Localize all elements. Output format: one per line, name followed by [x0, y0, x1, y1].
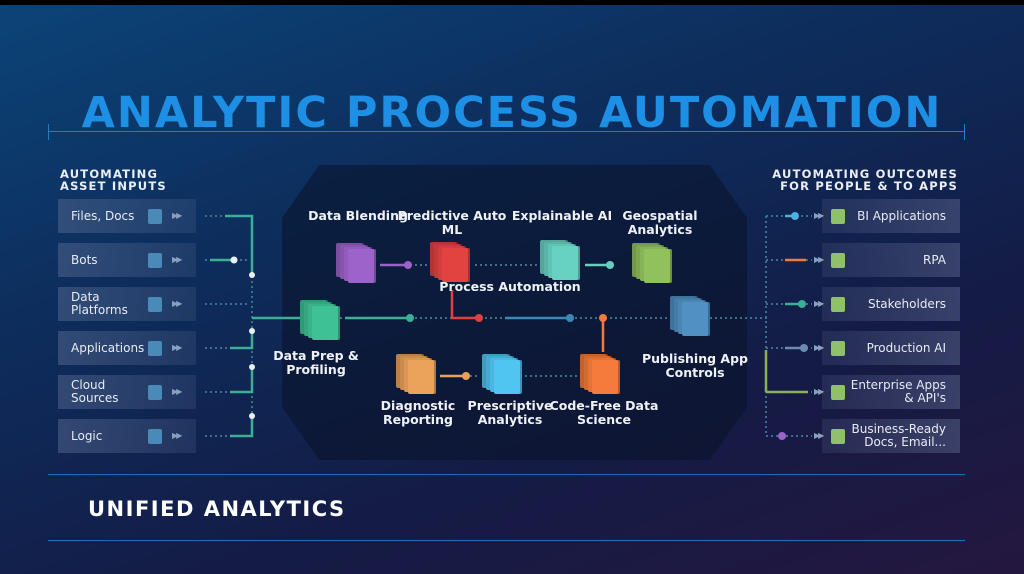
divider-tick: [48, 124, 49, 140]
process-automation-label: Process Automation: [439, 279, 581, 294]
double-arrow-icon: ▶▶: [172, 211, 182, 220]
output-item[interactable]: Production AI: [822, 331, 960, 365]
cube-icon: [148, 297, 162, 312]
cube-icon: [831, 297, 845, 312]
output-item[interactable]: Business-Ready Docs, Email...: [822, 419, 960, 453]
top-bar: [0, 0, 1024, 5]
inputs-heading: AUTOMATING ASSET INPUTS: [60, 168, 167, 192]
cube-stack-icon: [632, 243, 676, 287]
double-arrow-icon: ▶▶: [814, 387, 824, 396]
node-label: Explainable AI: [511, 208, 613, 223]
output-item-label: BI Applications: [857, 208, 946, 223]
cube-stack-icon: [396, 354, 440, 398]
output-item-label: RPA: [922, 252, 946, 267]
output-item[interactable]: BI Applications: [822, 199, 960, 233]
output-item-label: Business-Ready Docs, Email...: [851, 422, 947, 449]
double-arrow-icon: ▶▶: [814, 431, 824, 440]
cube-stack-icon: [540, 240, 584, 284]
cube-stack-icon: [670, 296, 714, 340]
double-arrow-icon: ▶▶: [814, 299, 824, 308]
double-arrow-icon: ▶▶: [814, 343, 824, 352]
node-label: Diagnostic Reporting: [380, 398, 456, 427]
outputs-heading: AUTOMATING OUTCOMES FOR PEOPLE & TO APPS: [760, 168, 958, 192]
node-label: Code-Free Data Science: [549, 398, 659, 427]
output-item[interactable]: RPA: [822, 243, 960, 277]
double-arrow-icon: ▶▶: [172, 431, 182, 440]
output-item-label: Stakeholders: [867, 296, 946, 311]
input-item[interactable]: Data Platforms: [58, 287, 196, 321]
cube-icon: [831, 429, 845, 444]
cube-icon: [831, 209, 845, 224]
divider-tick: [964, 124, 965, 140]
cube-icon: [831, 341, 845, 356]
output-item[interactable]: Enterprise Apps & API's: [822, 375, 960, 409]
inputs-heading-line1: AUTOMATING: [60, 167, 159, 181]
double-arrow-icon: ▶▶: [172, 343, 182, 352]
input-item-label: Bots: [71, 252, 98, 267]
output-item[interactable]: Stakeholders: [822, 287, 960, 321]
cube-stack-icon: [336, 243, 380, 287]
outputs-heading-line2: FOR PEOPLE & TO APPS: [780, 179, 958, 193]
cube-stack-icon: [430, 242, 474, 286]
double-arrow-icon: ▶▶: [814, 255, 824, 264]
double-arrow-icon: ▶▶: [172, 299, 182, 308]
input-item[interactable]: Bots: [58, 243, 196, 277]
input-item-label: Cloud Sources: [71, 378, 119, 405]
input-item-label: Applications: [71, 340, 145, 355]
node-label: Prescriptive Analytics: [467, 398, 553, 427]
output-item-label: Enterprise Apps & API's: [850, 378, 946, 405]
cube-stack-icon: [482, 354, 526, 398]
output-item-label: Production AI: [866, 340, 946, 355]
node-label: Data Blending: [308, 208, 408, 223]
cube-icon: [148, 209, 162, 224]
cube-icon: [831, 253, 845, 268]
input-item-label: Logic: [71, 428, 103, 443]
double-arrow-icon: ▶▶: [814, 211, 824, 220]
cube-icon: [148, 341, 162, 356]
input-item-label: Data Platforms: [71, 290, 128, 317]
cube-icon: [148, 253, 162, 268]
input-item-label: Files, Docs: [71, 208, 135, 223]
node-label: Data Prep & Profiling: [273, 348, 359, 377]
input-item[interactable]: Applications: [58, 331, 196, 365]
footer-divider-bottom: [48, 540, 965, 541]
node-label: Predictive Auto ML: [397, 208, 507, 237]
cube-stack-icon: [580, 354, 624, 398]
node-label: Geospatial Analytics: [622, 208, 698, 237]
input-item[interactable]: Cloud Sources: [58, 375, 196, 409]
inputs-heading-line2: ASSET INPUTS: [60, 179, 167, 193]
input-item[interactable]: Logic: [58, 419, 196, 453]
node-label: Publishing App Controls: [642, 351, 748, 380]
cube-icon: [148, 429, 162, 444]
title-underline: [48, 131, 965, 132]
cube-icon: [148, 385, 162, 400]
footer-title: UNIFIED ANALYTICS: [88, 497, 346, 521]
page-title: ANALYTIC PROCESS AUTOMATION: [81, 88, 943, 138]
outputs-heading-line1: AUTOMATING OUTCOMES: [772, 167, 958, 181]
double-arrow-icon: ▶▶: [172, 255, 182, 264]
center-panel: [282, 165, 747, 460]
footer-divider-top: [48, 474, 965, 475]
double-arrow-icon: ▶▶: [172, 387, 182, 396]
cube-icon: [831, 385, 845, 400]
input-item[interactable]: Files, Docs: [58, 199, 196, 233]
cube-stack-icon: [300, 300, 344, 344]
